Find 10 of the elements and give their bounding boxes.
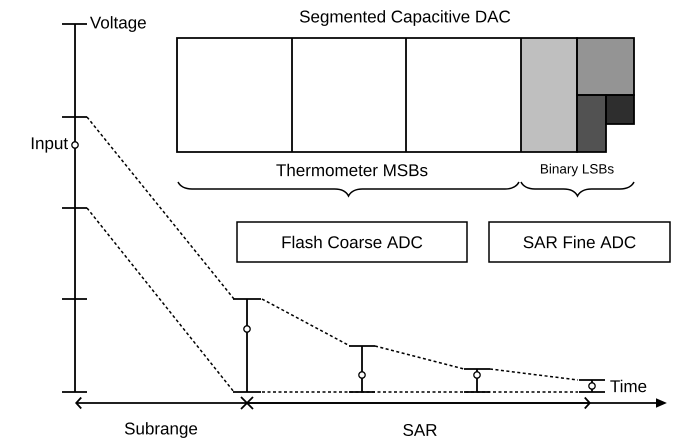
segment-label: Thermometer MSBs [276, 164, 428, 176]
adc-box: SAR Fine ADC [488, 221, 671, 263]
dac-title: Segmented Capacitive DAC [300, 10, 510, 26]
segment-label: Binary LSBs [540, 164, 614, 176]
axis-label: Time [610, 380, 646, 392]
axis-label: Voltage [90, 16, 146, 32]
dimension-label: SAR [403, 424, 437, 436]
dimension-label: Subrange [124, 422, 198, 438]
axis-label: Input [32, 137, 68, 153]
adc-box: Flash Coarse ADC [236, 221, 468, 263]
